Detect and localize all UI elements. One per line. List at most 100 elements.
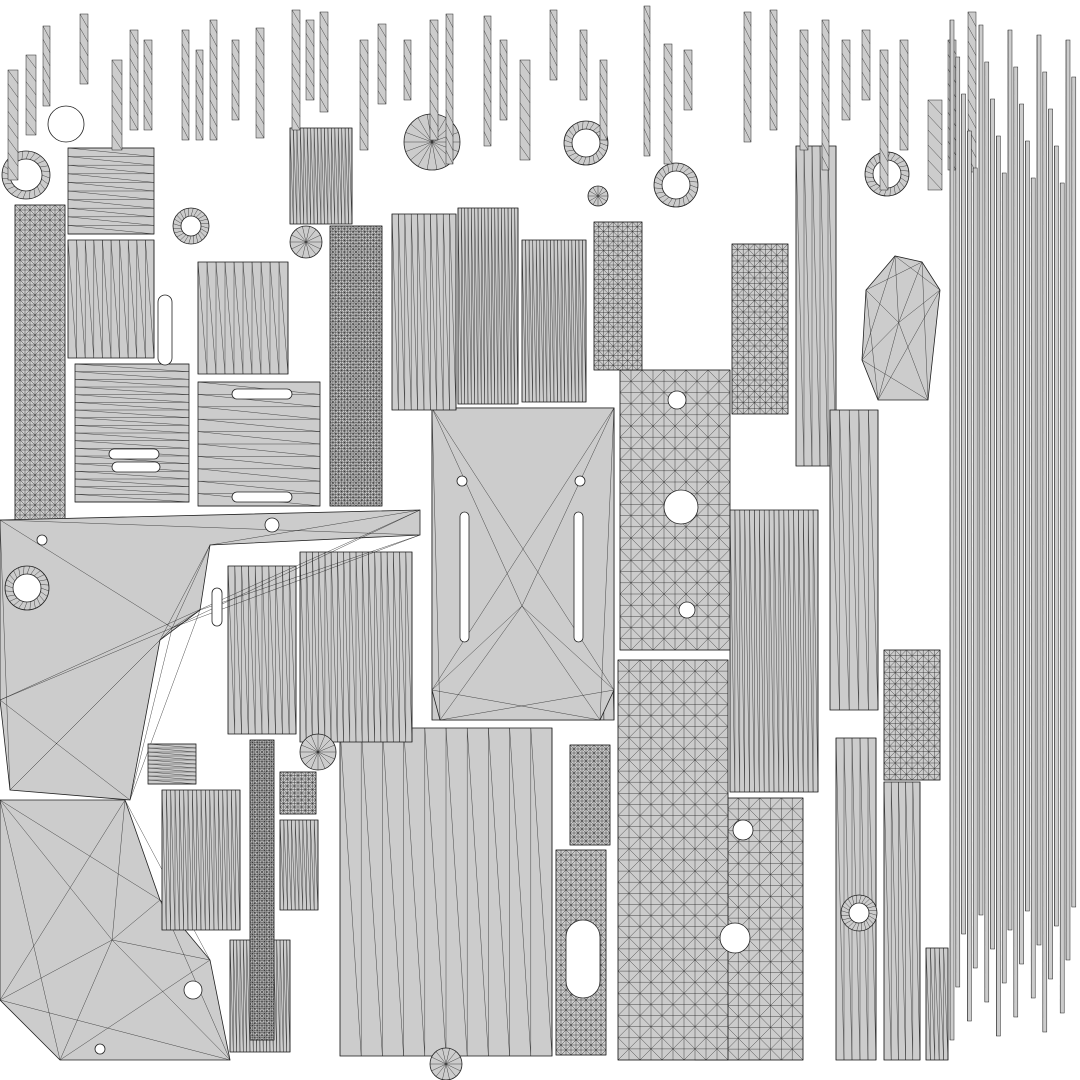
uv-strip-wire	[111, 59, 123, 151]
uv-strip	[879, 49, 889, 191]
uv-strip	[291, 9, 301, 131]
uv-slot	[231, 388, 293, 400]
uv-island	[279, 819, 319, 911]
uv-disc	[587, 185, 609, 207]
uv-island	[883, 649, 941, 781]
uv-disc-wire	[290, 226, 322, 258]
uv-island-wire	[593, 221, 643, 371]
uv-strip	[967, 11, 977, 173]
uv-hole	[94, 1043, 106, 1055]
uv-strip	[519, 59, 531, 161]
uv-island	[14, 204, 66, 546]
uv-strip	[743, 11, 752, 143]
uv-strip-outline	[1059, 182, 1065, 1014]
uv-island-wire	[227, 565, 297, 735]
uv-island-wire	[795, 145, 837, 467]
uv-ring	[4, 565, 50, 611]
uv-strip-wire	[445, 13, 454, 165]
uv-strip-wire	[129, 29, 139, 131]
uv-strip-wire	[403, 39, 412, 101]
uv-island-wire	[731, 243, 789, 415]
uv-hole	[456, 475, 468, 487]
uv-strip	[7, 69, 19, 181]
uv-strip-wire	[377, 23, 387, 105]
uv-island-wire	[339, 727, 553, 1057]
uv-strip-outline	[499, 39, 508, 121]
uv-strip-outline	[927, 99, 943, 191]
uv-strip	[599, 59, 608, 141]
uv-strip-wire	[305, 19, 315, 101]
uv-ring	[563, 120, 609, 166]
uv-strip-wire	[319, 11, 329, 113]
uv-island	[617, 659, 729, 1061]
uv-strip-outline	[42, 25, 51, 107]
uv-hole	[574, 475, 586, 487]
uv-strip	[42, 25, 51, 107]
uv-island-wire	[289, 127, 353, 225]
uv-island	[457, 207, 519, 405]
uv-ring-wire	[564, 121, 608, 165]
uv-strip	[927, 99, 943, 191]
uv-island	[795, 145, 837, 467]
uv-strip	[1007, 29, 1013, 931]
uv-strip-outline	[111, 59, 123, 151]
uv-strip-outline	[377, 23, 387, 105]
uv-strip-outline	[1042, 71, 1048, 1033]
uv-strip-wire	[25, 54, 37, 136]
uv-strip-wire	[499, 39, 508, 121]
uv-slot	[111, 461, 161, 473]
uv-strip	[1042, 71, 1048, 1033]
uv-strip	[996, 135, 1001, 1037]
uv-strip	[403, 39, 412, 101]
uv-strip	[899, 39, 909, 151]
uv-strip-wire	[7, 69, 19, 181]
uv-strip	[181, 29, 190, 141]
uv-island-wire	[279, 819, 319, 911]
uv-strip	[841, 39, 851, 121]
uv-strip-wire	[799, 29, 809, 151]
uv-slot	[573, 511, 584, 643]
uv-strip-wire	[143, 39, 153, 131]
uv-strip	[549, 9, 558, 81]
uv-strip	[231, 39, 240, 121]
uv-island-outline	[0, 799, 231, 1061]
uv-island-wire	[617, 659, 729, 1061]
uv-hole	[667, 390, 687, 410]
uv-strip-outline	[961, 93, 966, 935]
uv-disc	[299, 733, 337, 771]
uv-islands	[0, 113, 949, 1080]
uv-holes	[36, 105, 754, 1055]
uv-island	[227, 565, 297, 735]
uv-strip	[1054, 145, 1059, 927]
uv-strip-wire	[663, 43, 673, 165]
uv-ring-inner	[571, 128, 601, 158]
uv-island	[883, 781, 921, 1061]
uv-strip	[961, 93, 966, 935]
uv-strip-wire	[899, 39, 909, 151]
uv-island-wire	[729, 509, 819, 793]
uv-disc-wire	[588, 186, 608, 206]
uv-strip-outline	[599, 59, 608, 141]
uv-strip-outline	[195, 49, 204, 141]
uv-strip-outline	[255, 27, 265, 139]
uv-strip-wire	[483, 15, 492, 147]
uv-hole	[678, 601, 696, 619]
uv-island-wire	[861, 255, 941, 401]
uv-strip-wire	[683, 49, 693, 111]
uv-strip	[195, 49, 204, 141]
uv-island	[391, 213, 457, 411]
uv-strip	[209, 19, 218, 141]
uv-strip	[499, 39, 508, 121]
uv-disc-wire	[430, 1048, 462, 1080]
uv-strip-wire	[42, 25, 51, 107]
uv-strip-outline	[1048, 108, 1053, 980]
uv-island-wire	[883, 649, 941, 781]
uv-strip-outline	[972, 167, 978, 969]
uv-ring-wire	[841, 895, 877, 931]
uv-strip	[972, 167, 978, 969]
uv-strip	[111, 59, 123, 151]
uv-strip	[1048, 108, 1053, 980]
uv-island-wire	[74, 363, 190, 503]
uv-strip	[769, 9, 778, 131]
